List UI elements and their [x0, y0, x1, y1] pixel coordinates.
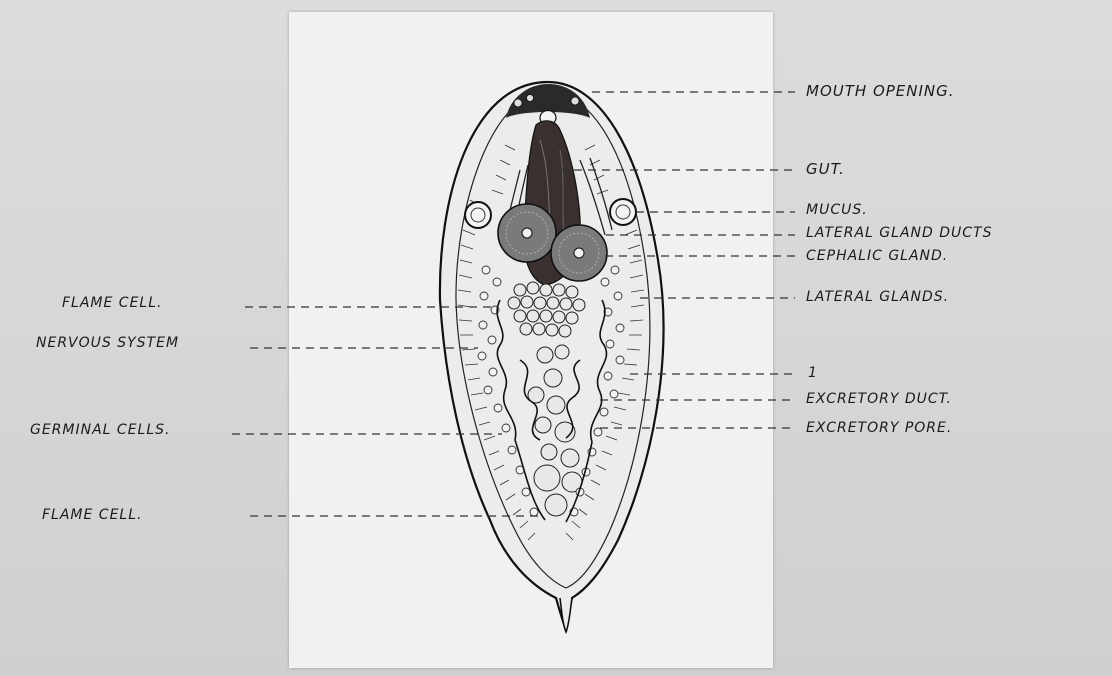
label-one: 1	[808, 364, 818, 382]
label-mucus: MUCUS.	[806, 201, 868, 219]
label-mouth-opening: MOUTH OPENING.	[806, 82, 955, 100]
label-excretory-duct: EXCRETORY DUCT.	[806, 390, 952, 408]
tail	[560, 598, 572, 632]
label-lateral-gland-ducts: LATERAL GLAND DUCTS	[806, 224, 992, 242]
label-cephalic-gland: CEPHALIC GLAND.	[806, 247, 948, 265]
label-nervous-system: NERVOUS SYSTEM	[36, 334, 179, 352]
label-flame-cell-upper: FLAME CELL.	[62, 294, 162, 312]
label-excretory-pore: EXCRETORY PORE.	[806, 419, 952, 437]
label-lateral-glands: LATERAL GLANDS.	[806, 288, 949, 306]
label-gut: GUT.	[806, 160, 845, 178]
label-germinal-cells: GERMINAL CELLS.	[30, 421, 171, 439]
label-flame-cell-lower: FLAME CELL.	[42, 506, 142, 524]
